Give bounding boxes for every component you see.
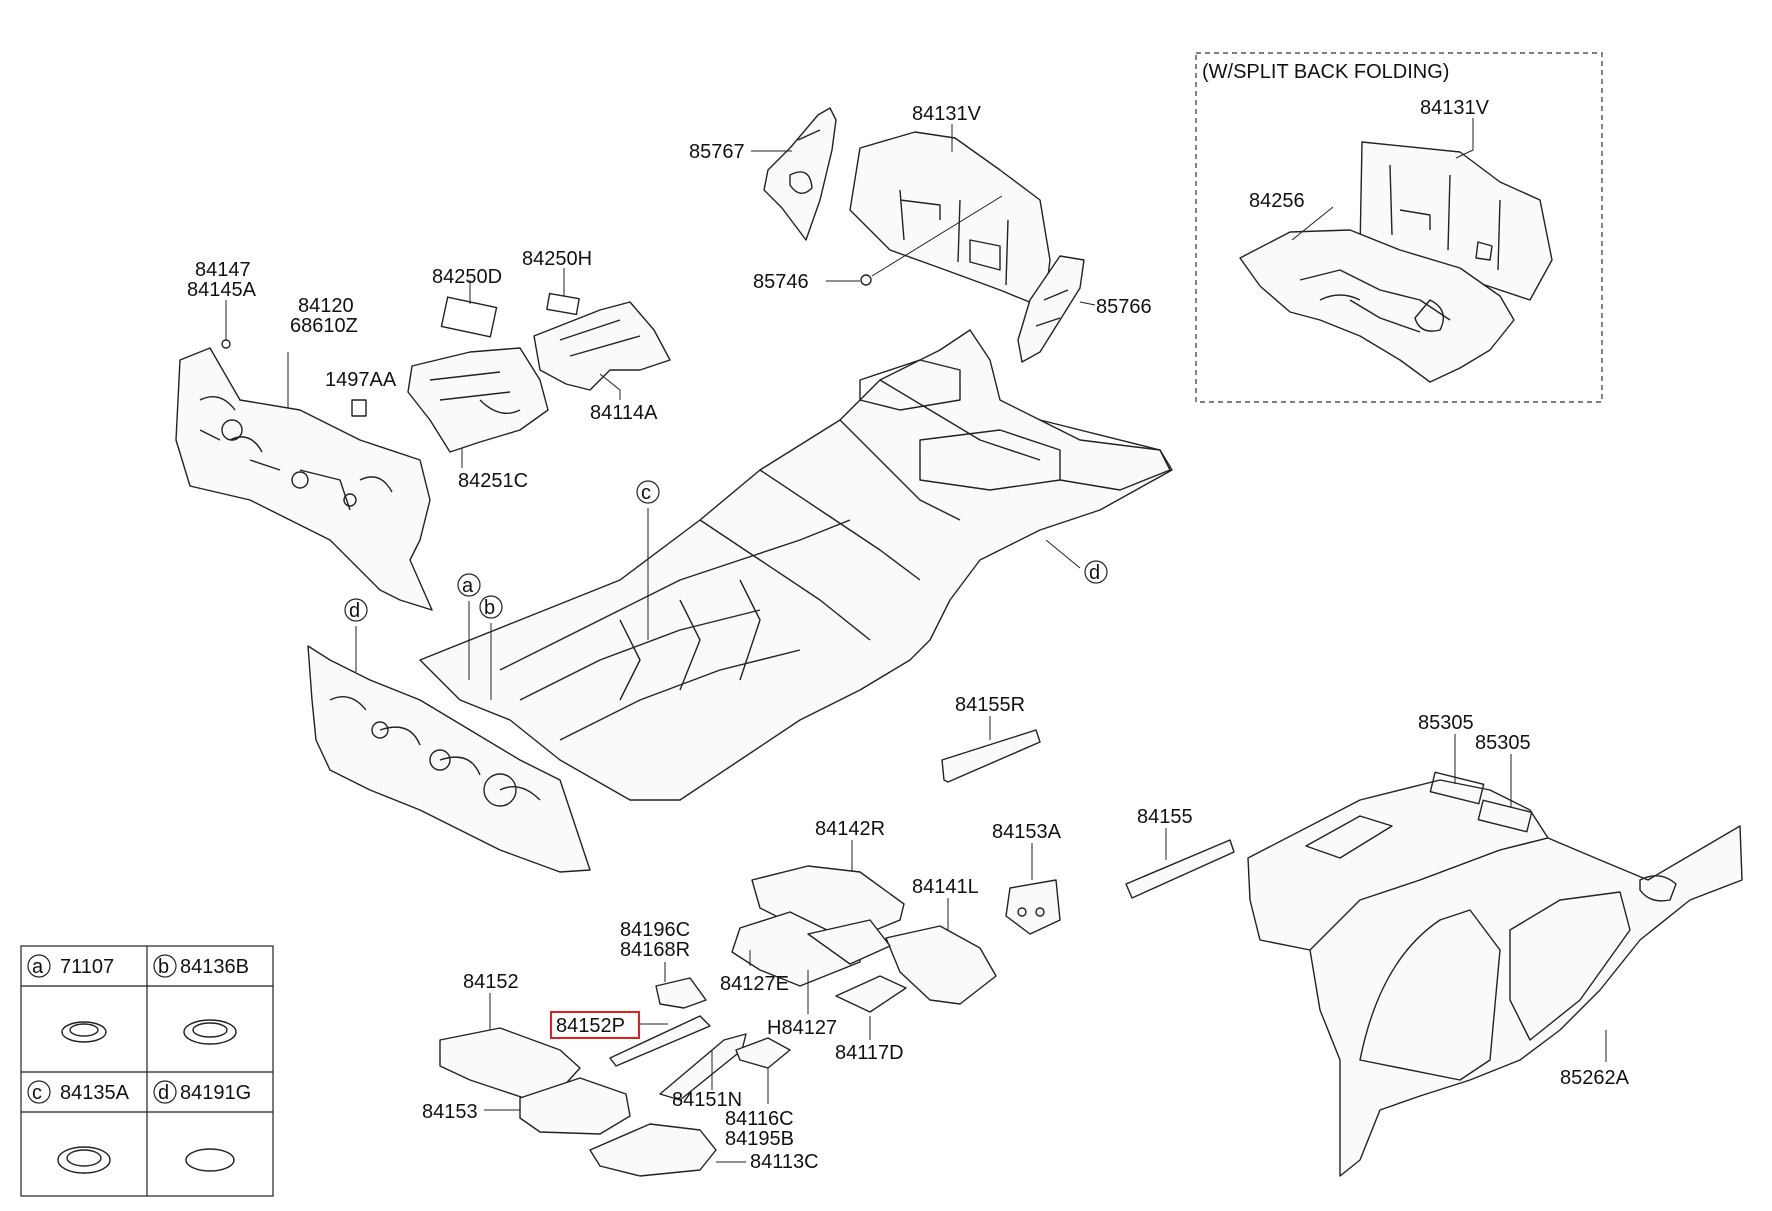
- label-84256: 84256: [1249, 190, 1305, 212]
- label-84117D: 84117D: [835, 1042, 904, 1064]
- fastener-legend: a 71107 b 84136B c 84135A d 84191G: [20, 945, 274, 1197]
- legend-cell-a: a 71107: [27, 954, 114, 1043]
- label-84152: 84152: [463, 971, 519, 993]
- label-84116C: 84116C: [725, 1108, 794, 1130]
- label-84250D: 84250D: [432, 266, 502, 288]
- label-85767: 85767: [689, 141, 745, 163]
- legend-letter-a: a: [32, 956, 44, 978]
- label-84145A: 84145A: [187, 279, 257, 301]
- legend-part-84191G: 84191G: [180, 1082, 251, 1104]
- highlight-box-84152P: [550, 1011, 640, 1039]
- label-84131V-variant: 84131V: [1420, 97, 1490, 119]
- legend-cell-c: c 84135A: [27, 1080, 130, 1174]
- split-back-folding-box: (W/SPLIT BACK FOLDING) 84256 84131V: [1195, 52, 1603, 403]
- legend-part-84135A: 84135A: [60, 1082, 130, 1104]
- label-84155R: 84155R: [955, 694, 1025, 716]
- legend-letter-b: b: [158, 956, 169, 978]
- main-floor-assembly: c a b d: [419, 329, 1173, 801]
- label-85262A: 85262A: [1560, 1067, 1630, 1089]
- legend-cell-b: b 84136B: [153, 954, 249, 1045]
- label-84141L: 84141L: [912, 876, 979, 898]
- label-1497AA: 1497AA: [325, 369, 397, 391]
- callout-c: c: [641, 482, 651, 504]
- label-84153: 84153: [422, 1101, 478, 1123]
- label-84168R: 84168R: [620, 939, 690, 961]
- label-84251C: 84251C: [458, 470, 528, 492]
- legend-letter-d: d: [158, 1082, 169, 1104]
- label-85746: 85746: [753, 271, 809, 293]
- variant-box-title: (W/SPLIT BACK FOLDING): [1202, 61, 1449, 83]
- legend-letter-c: c: [32, 1082, 42, 1104]
- label-84155: 84155: [1137, 806, 1193, 828]
- label-H84127: H84127: [767, 1017, 837, 1039]
- label-85305b: 85305: [1475, 732, 1531, 754]
- label-84114A: 84114A: [590, 402, 658, 424]
- rear-seat-back-group: 85767 84131V 85746 85766: [689, 103, 1152, 363]
- label-84113C: 84113C: [750, 1151, 819, 1173]
- label-84147: 84147: [195, 259, 251, 281]
- legend-part-84136B: 84136B: [180, 956, 249, 978]
- label-84152P: 84152P: [556, 1015, 625, 1037]
- label-84142R: 84142R: [815, 818, 885, 840]
- legend-part-71107: 71107: [60, 956, 114, 978]
- dash-panel-group: 84147 84145A 84120 68610Z 1497AA 84250D …: [175, 248, 671, 611]
- label-84151N: 84151N: [672, 1089, 742, 1111]
- label-84196C: 84196C: [620, 919, 690, 941]
- callout-d-left: d: [349, 600, 360, 622]
- label-85305a: 85305: [1418, 712, 1474, 734]
- label-84153A: 84153A: [992, 821, 1062, 843]
- label-84120: 84120: [298, 295, 354, 317]
- callout-a: a: [462, 575, 474, 597]
- label-84127E: 84127E: [720, 973, 789, 995]
- callout-d-right: d: [1089, 562, 1100, 584]
- body-side-panel: 85262A: [1247, 734, 1743, 1177]
- label-84131V: 84131V: [912, 103, 982, 125]
- front-crossmember: d: [307, 598, 591, 873]
- label-85766: 85766: [1096, 296, 1152, 318]
- legend-cell-d: d 84191G: [153, 1080, 251, 1172]
- label-84250H: 84250H: [522, 248, 592, 270]
- label-68610Z: 68610Z: [290, 315, 358, 337]
- callout-b: b: [484, 597, 495, 619]
- label-84195B: 84195B: [725, 1128, 794, 1150]
- insulation-pads: 84155R 85305 85305 84142R 84153A 84155 8…: [422, 694, 1531, 1177]
